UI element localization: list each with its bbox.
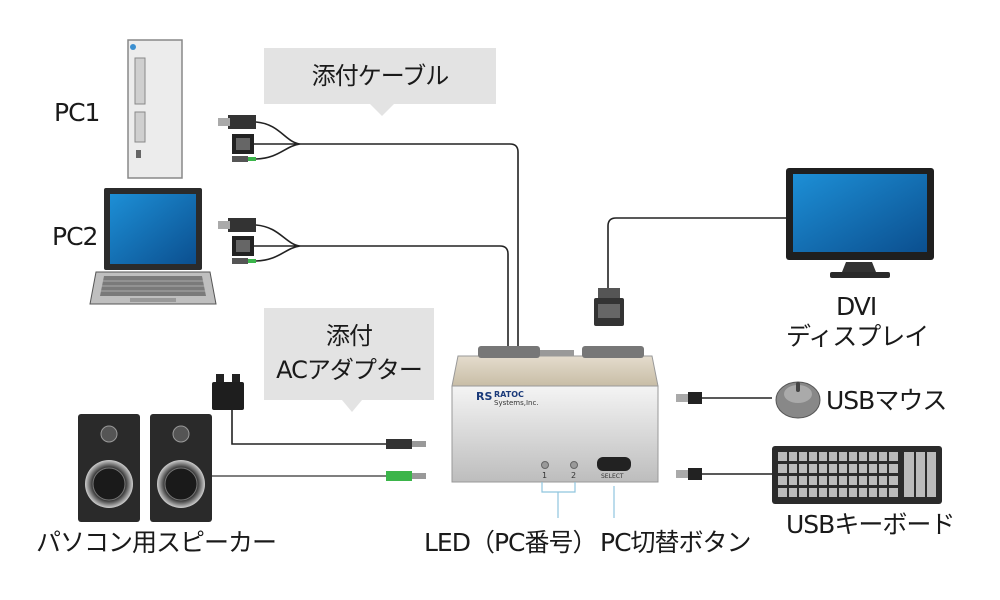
- dvi-label-2: ディスプレイ: [786, 322, 929, 351]
- led-1-number: 1: [542, 471, 548, 480]
- usb-keyboard-icon: [676, 446, 942, 504]
- pc2-laptop-icon: [89, 188, 217, 305]
- cable-callout-label: 添付ケーブル: [311, 62, 450, 90]
- speaker-right-icon: [150, 414, 212, 522]
- keyboard-label: USBキーボード: [786, 510, 955, 539]
- pc1-tower-icon: [127, 39, 183, 179]
- cable-pc1-line: [300, 143, 519, 352]
- adapter-callout: [264, 308, 434, 412]
- speaker-label: パソコン用スピーカー: [36, 528, 277, 557]
- led-label: LED（PC番号）: [424, 528, 598, 557]
- audio-plug-icon: [386, 471, 426, 481]
- dvi-monitor-icon: [786, 168, 934, 278]
- cable-set-pc2-icon: [218, 218, 301, 264]
- pc1-label: PC1: [54, 98, 100, 127]
- led-2-number: 2: [571, 471, 577, 480]
- dvi-cable-line: [607, 217, 786, 288]
- cable-callout: [264, 48, 496, 116]
- mouse-label: USBマウス: [826, 386, 947, 415]
- speaker-left-icon: [78, 414, 140, 522]
- dvi-label-1: DVI: [836, 292, 877, 321]
- select-text: SELECT: [601, 473, 624, 480]
- ratoc-logo-icon: RS: [476, 390, 492, 403]
- switch-button-label: PC切替ボタン: [600, 528, 752, 557]
- adapter-callout-label-2: ACアダプター: [276, 356, 423, 384]
- device-logo-text-1: RATOC: [494, 390, 524, 399]
- adapter-callout-label-1: 添付: [326, 322, 373, 350]
- led-1-icon: [541, 461, 549, 469]
- kvm-switch-device: RS: [451, 346, 659, 483]
- led-2-icon: [570, 461, 578, 469]
- usb-mouse-icon: [676, 381, 821, 419]
- pc2-label: PC2: [52, 222, 98, 251]
- select-button-icon: [597, 457, 631, 471]
- ac-adapter-icon: [212, 374, 426, 449]
- device-logo-text-2: Systems,Inc.: [494, 399, 539, 407]
- cable-pc2-line: [300, 245, 509, 352]
- cable-set-pc1-icon: [218, 115, 301, 162]
- dvi-connector-icon: [594, 288, 624, 326]
- led-pointer-line: [541, 482, 576, 518]
